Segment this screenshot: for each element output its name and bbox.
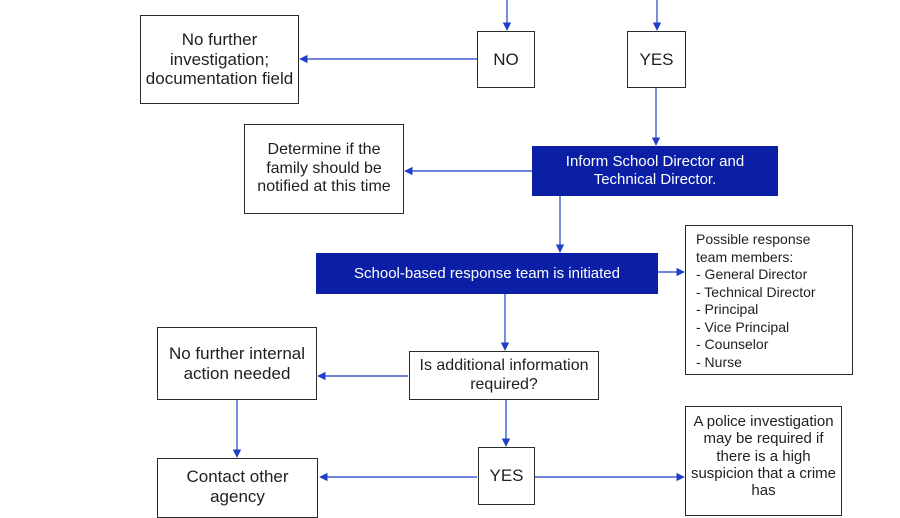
response-team-box: School-based response team is initiated bbox=[316, 253, 658, 294]
team-members-heading: Possible response team members: bbox=[696, 231, 811, 265]
no-further-investigation-text: No further investigation; documentation … bbox=[145, 29, 294, 89]
police-investigation-box: A police investigation may be required i… bbox=[685, 406, 842, 516]
no-further-investigation-box: No further investigation; documentation … bbox=[140, 15, 299, 104]
team-member-item: - Vice Principal bbox=[696, 318, 790, 335]
yes-decision-box-2: YES bbox=[478, 447, 535, 505]
yes-decision-label-2: YES bbox=[489, 466, 524, 486]
no-decision-label: NO bbox=[493, 49, 519, 69]
no-decision-box: NO bbox=[477, 31, 535, 88]
additional-info-question-box: Is additional information required? bbox=[409, 351, 599, 400]
no-internal-action-text: No further internal action needed bbox=[168, 343, 306, 383]
yes-decision-box: YES bbox=[627, 31, 686, 88]
flow-connectors bbox=[232, 0, 685, 482]
contact-agency-box: Contact other agency bbox=[157, 458, 318, 518]
team-member-item: - Nurse bbox=[696, 353, 742, 370]
determine-family-text: Determine if the family should be notifi… bbox=[257, 140, 391, 196]
response-team-text: School-based response team is initiated bbox=[354, 264, 620, 282]
team-members-box: Possible response team members: - Genera… bbox=[685, 225, 853, 375]
team-member-item: - Principal bbox=[696, 301, 759, 317]
yes-decision-label: YES bbox=[639, 49, 674, 69]
team-member-item: - Technical Director bbox=[696, 283, 816, 300]
contact-agency-text: Contact other agency bbox=[186, 467, 289, 506]
additional-info-question-text: Is additional information required? bbox=[419, 356, 589, 393]
team-member-item: - Counselor bbox=[696, 336, 769, 352]
inform-directors-text: Inform School Director and Technical Dir… bbox=[565, 153, 745, 188]
no-internal-action-box: No further internal action needed bbox=[157, 327, 317, 400]
inform-directors-box: Inform School Director and Technical Dir… bbox=[532, 146, 778, 196]
police-investigation-text: A police investigation may be required i… bbox=[690, 413, 837, 499]
team-member-item: - General Director bbox=[696, 266, 808, 282]
team-members-list: - General Director - Technical Director … bbox=[696, 266, 842, 371]
determine-family-box: Determine if the family should be notifi… bbox=[244, 124, 404, 214]
